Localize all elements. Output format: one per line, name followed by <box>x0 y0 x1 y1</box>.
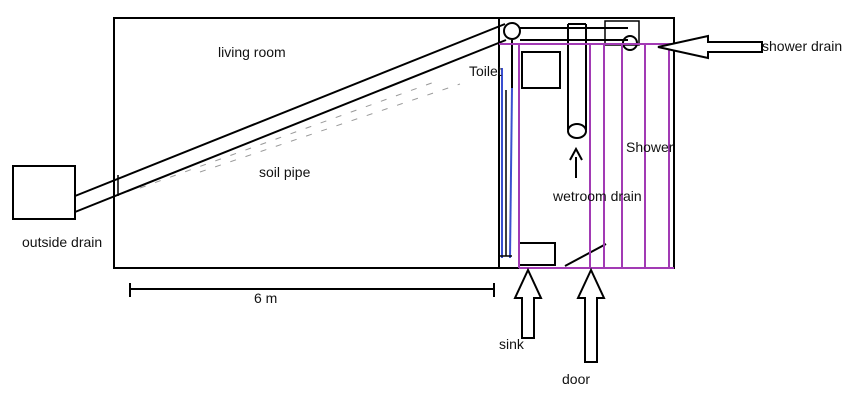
door-label: door <box>562 371 591 387</box>
sink-box <box>518 242 556 266</box>
wetroom-drain-circle <box>567 123 587 139</box>
left-wall-lines <box>499 90 512 257</box>
door-swing-line <box>564 243 607 267</box>
outside-drain-box <box>12 165 76 220</box>
outside-drain-label: outside drain <box>22 234 103 250</box>
scale-label: 6 m <box>254 290 278 306</box>
shower-top-box <box>604 20 640 46</box>
shower-drain-label: shower drain <box>762 38 843 54</box>
soil-pipe-label: soil pipe <box>259 164 311 180</box>
top-pipe <box>520 27 628 41</box>
sink-label: sink <box>499 336 524 352</box>
purple-walls <box>499 43 674 269</box>
pipe-junction-circle <box>503 22 521 40</box>
sink-arrow-icon <box>513 267 543 339</box>
toilet-box <box>521 51 561 89</box>
shower-label: Shower <box>626 139 674 155</box>
toilet-label: Toilet <box>469 63 502 79</box>
shower-drain-arrow-icon <box>657 34 763 60</box>
soil-pipe <box>74 23 507 213</box>
door-arrow-icon <box>576 267 606 363</box>
wetroom-drain-arrow-icon <box>569 146 583 178</box>
living-room-label: living room <box>218 44 286 60</box>
wetroom-drain-label: wetroom drain <box>553 188 642 204</box>
soil-pipe-shading <box>139 79 461 189</box>
wetroom-drain-pipe <box>567 23 587 130</box>
living-room-outline <box>113 17 500 269</box>
blue-pipes <box>501 68 513 259</box>
scale-bar <box>129 283 495 297</box>
